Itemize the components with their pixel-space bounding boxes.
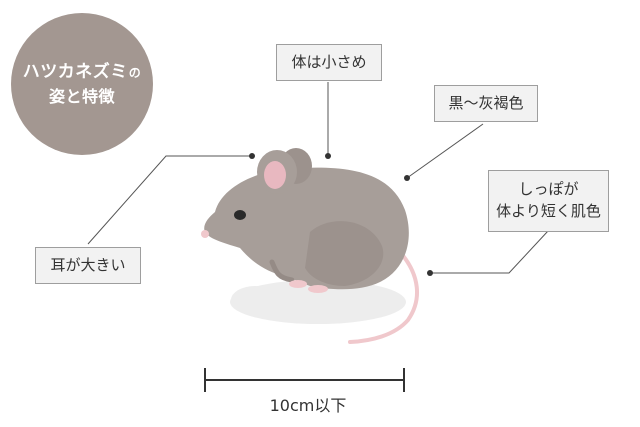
leader-dot-tail (427, 270, 433, 276)
ground-shadow-2 (231, 286, 279, 314)
label-size: 体は小さめ (276, 44, 382, 81)
leader-color (406, 123, 484, 179)
front-leg (269, 259, 295, 283)
ear-inner (264, 161, 286, 189)
scale-bar (204, 368, 405, 392)
title-line-1: ハツカネズミの (23, 60, 142, 85)
label-ears: 耳が大きい (35, 247, 141, 284)
leader-dot-ears (249, 153, 255, 159)
title-suffix: の (128, 66, 142, 81)
label-size-text: 体は小さめ (291, 52, 367, 71)
tail (348, 250, 420, 344)
haunch (305, 221, 384, 286)
label-color: 黒～灰褐色 (434, 85, 538, 122)
title-main: ハツカネズミ (22, 62, 128, 83)
mouse-body (204, 167, 409, 290)
leader-dots (249, 153, 433, 276)
leader-ears (87, 155, 251, 245)
label-tail: しっぽが 体より短く肌色 (488, 170, 609, 232)
title-line-2: 姿と特徴 (48, 86, 115, 106)
leader-lines (87, 82, 549, 274)
leader-dot-color (404, 175, 410, 181)
ground-shadow (230, 280, 406, 324)
leader-dot-size (325, 153, 331, 159)
back-paw (308, 285, 328, 293)
leader-tail (431, 230, 549, 274)
nose (201, 230, 209, 238)
label-tail-line1: しっぽが (518, 180, 579, 199)
eye (234, 210, 246, 220)
front-paw (289, 280, 307, 288)
label-ears-text: 耳が大きい (50, 255, 126, 274)
title-circle: ハツカネズミの 姿と特徴 (11, 13, 153, 155)
label-tail-line2: 体より短く肌色 (496, 202, 601, 220)
scale-label: 10cm以下 (269, 396, 347, 415)
label-color-text: 黒～灰褐色 (448, 93, 524, 112)
